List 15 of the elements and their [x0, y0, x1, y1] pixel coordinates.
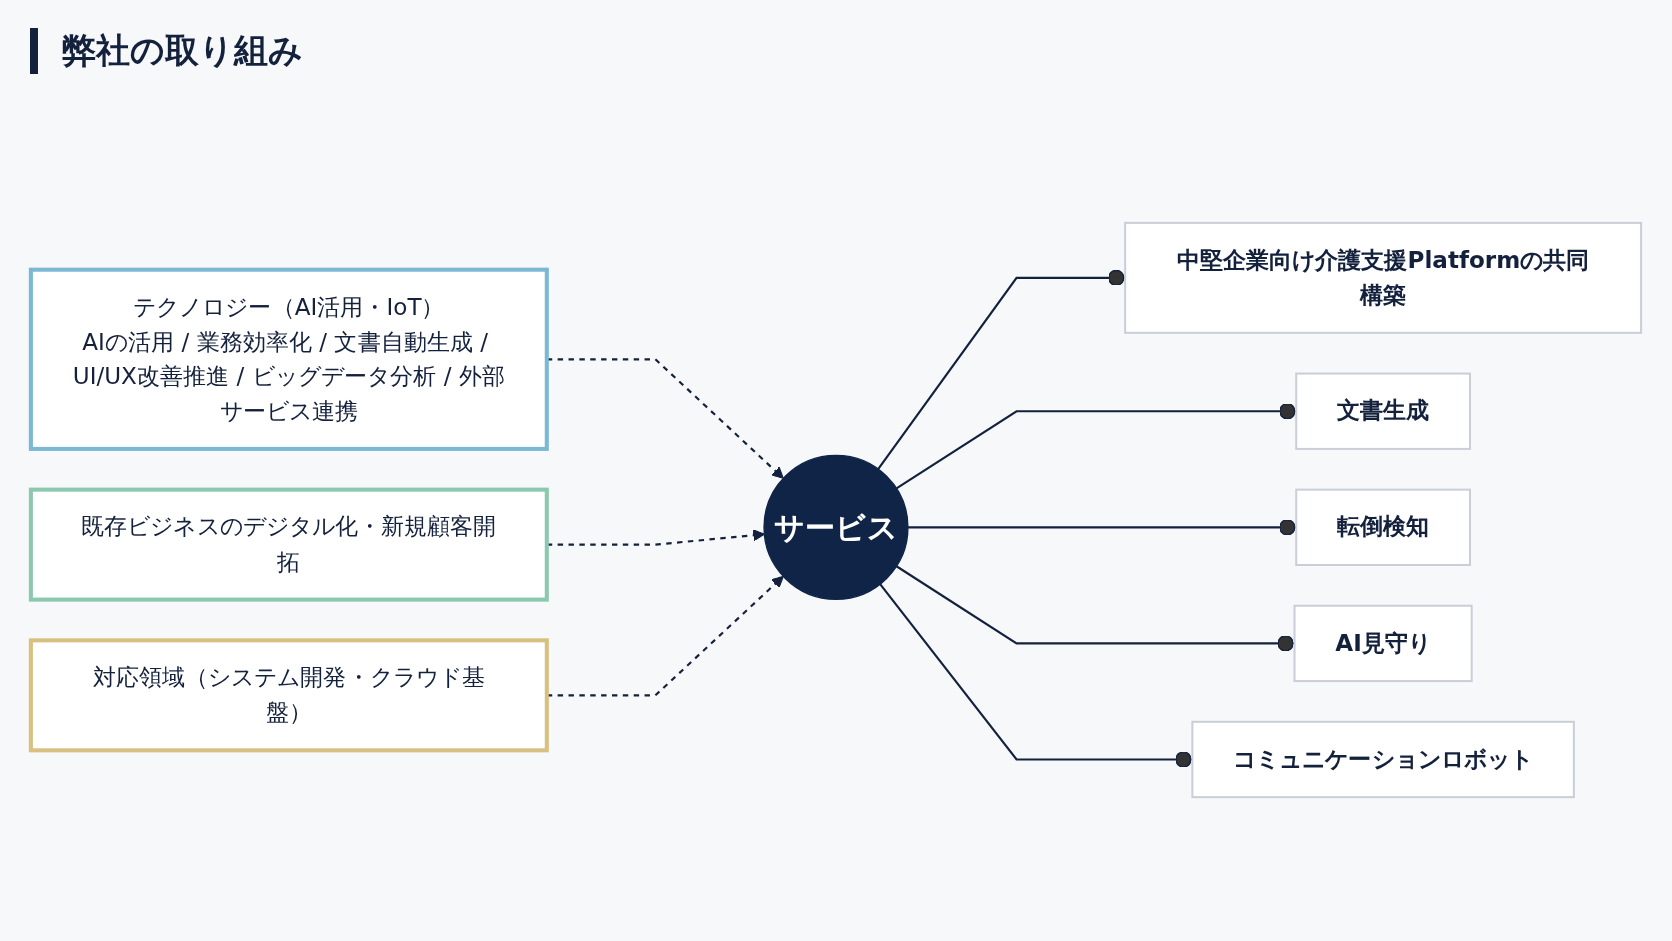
connector [877, 269, 1126, 470]
connector [907, 519, 1297, 536]
node-box: 対応領域（システム開発・クラウド基盤） [28, 638, 549, 753]
node-box: コミュニケーションロボット [1191, 720, 1575, 799]
connector [895, 403, 1297, 490]
node-box: 既存ビジネスのデジタル化・新規顧客開拓 [28, 487, 549, 602]
node-box: 転倒検知 [1295, 488, 1472, 566]
page-title: 弊社の取り組み [30, 28, 303, 74]
connector [879, 583, 1193, 768]
node-box: 文書生成 [1295, 372, 1472, 450]
node-circle: サービス [763, 454, 909, 600]
node-box: テクノロジー（AI活用・IoT） AIの活用 / 業務効率化 / 文書自動生成 / UI/UX改善推進 / ビッグデータ分析 / 外部サービス連携 [28, 267, 549, 451]
node-box: 中堅企業向け介護支援Platformの共同構築 [1124, 221, 1643, 334]
node-box: AI見守り [1293, 604, 1473, 683]
connector [895, 565, 1295, 652]
